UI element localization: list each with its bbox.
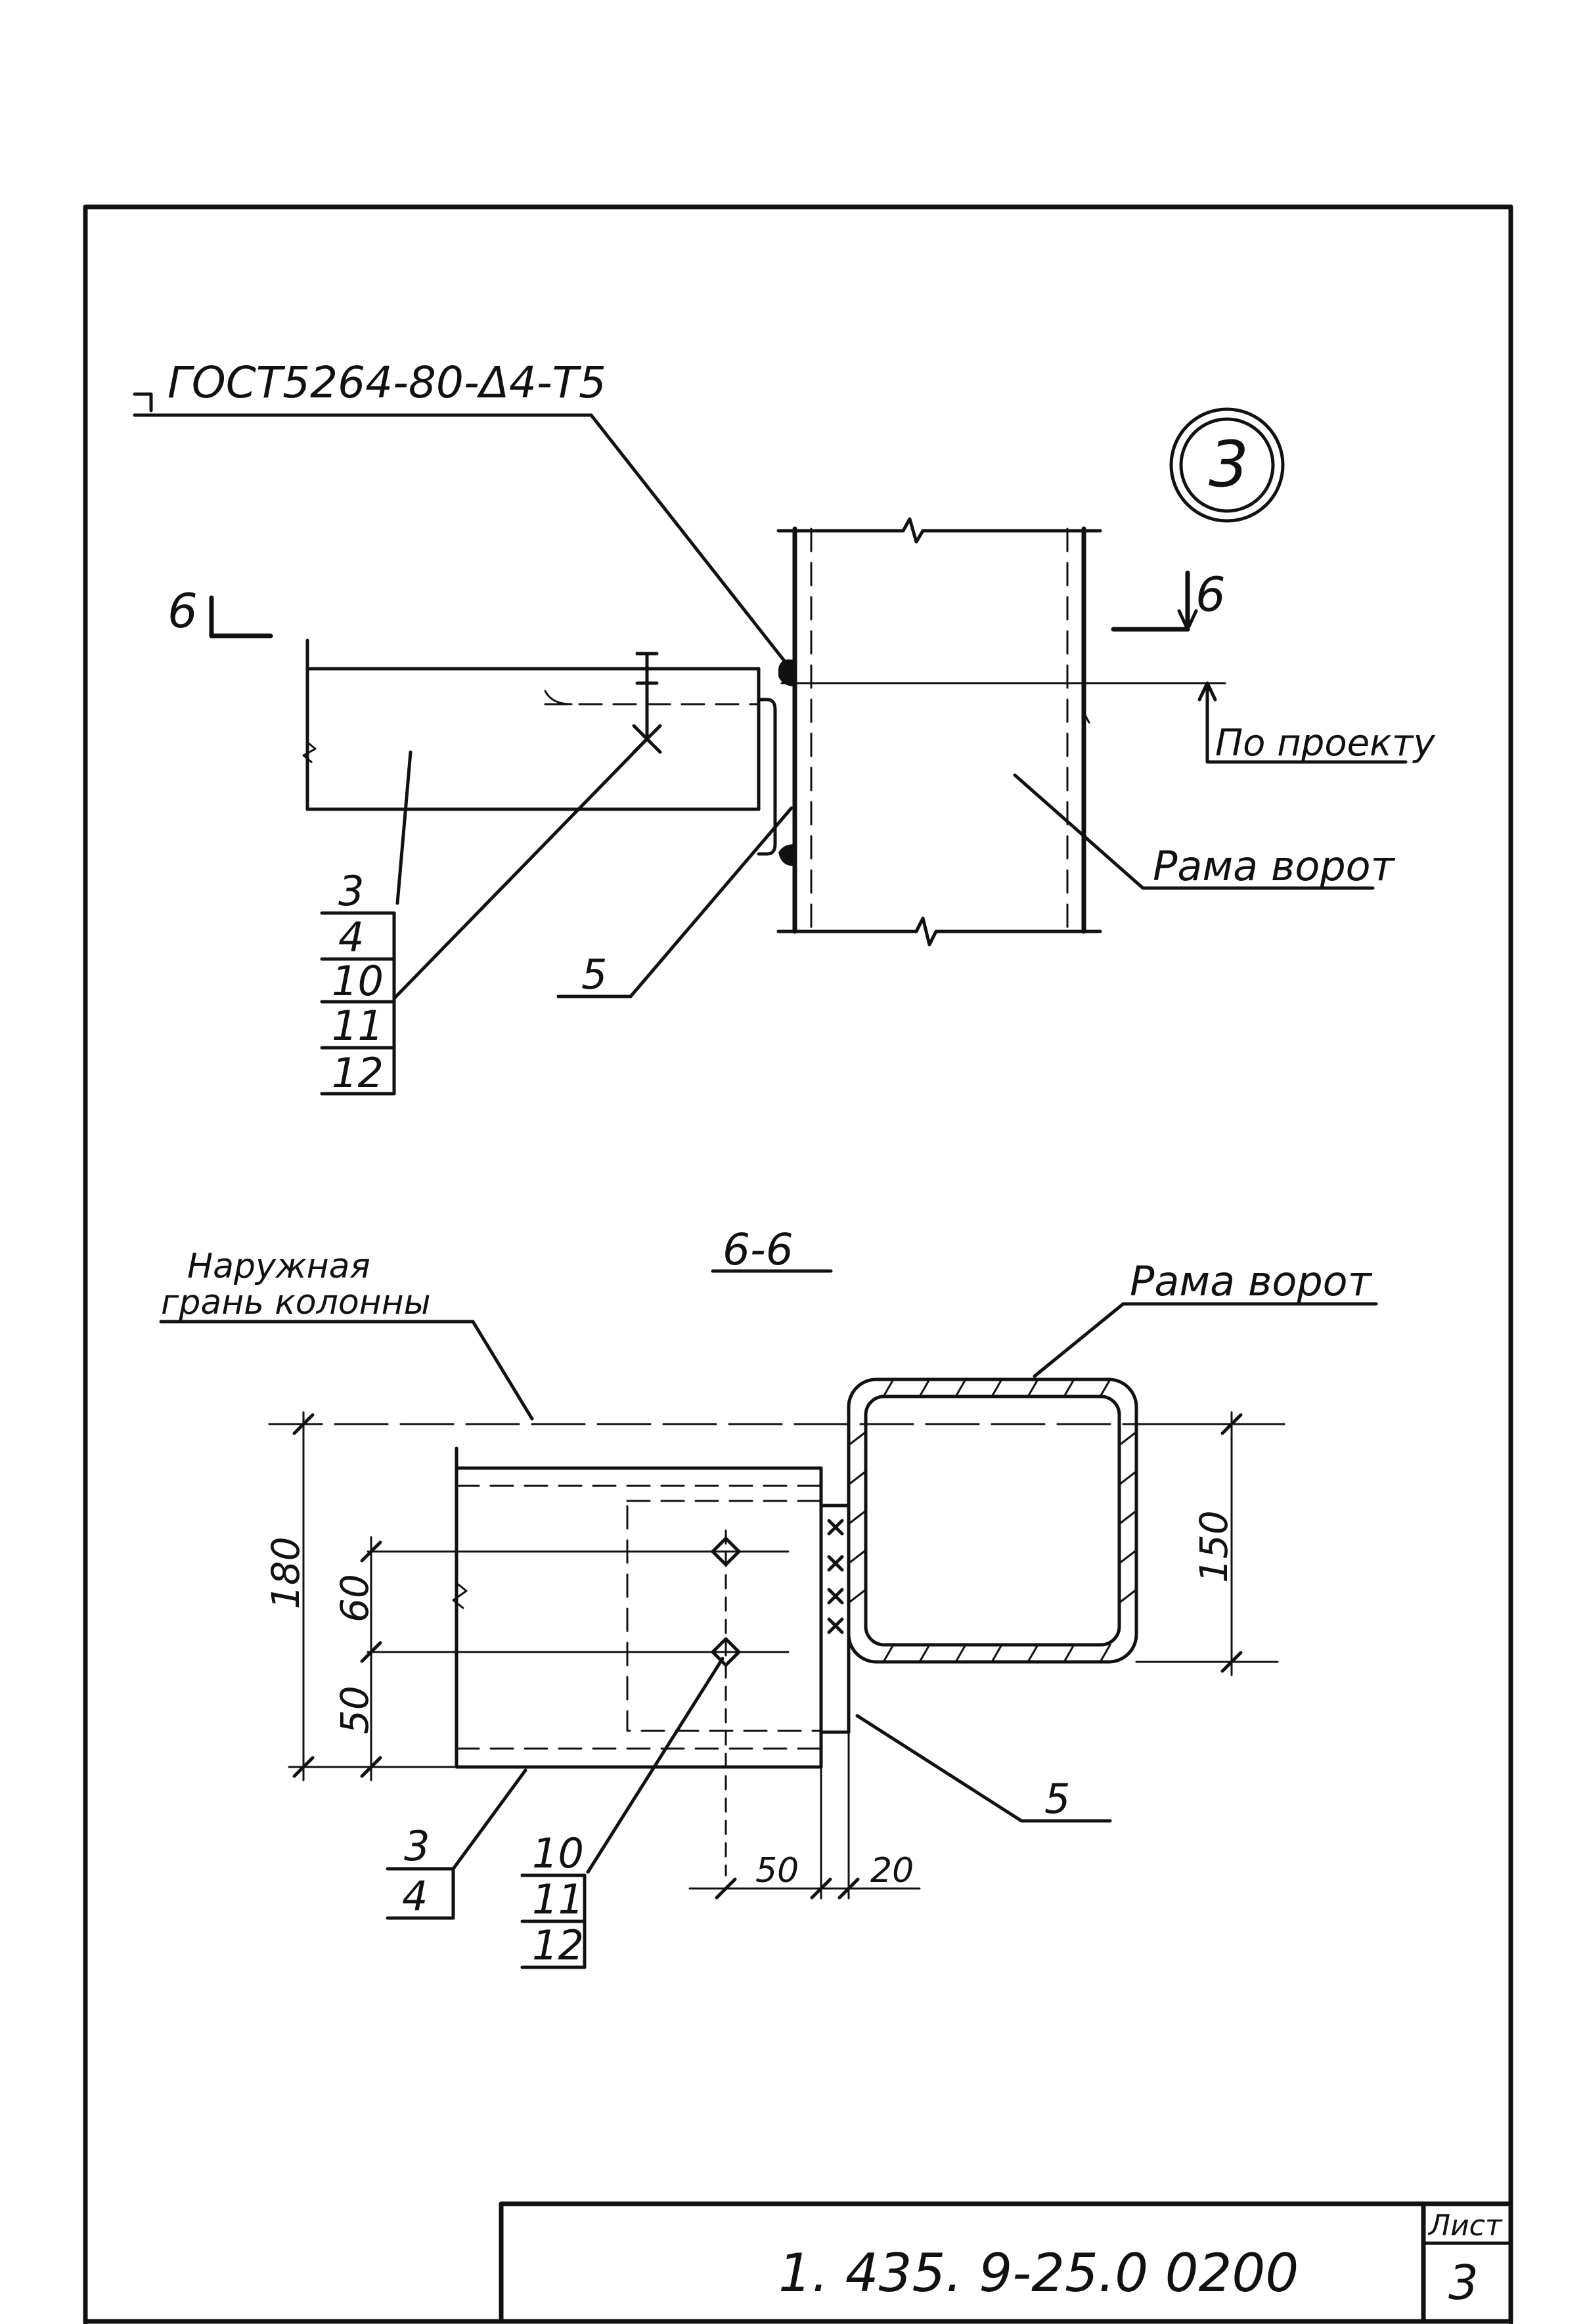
sheet-frame	[83, 204, 1513, 2324]
section-mark-right: 6	[1111, 567, 1226, 632]
sheet-number: 3	[1448, 2255, 1479, 2310]
frame-label-top-text: Рама ворот	[1153, 842, 1396, 890]
section-plate-5	[819, 1504, 851, 1734]
dimension-20-text: 20	[870, 1851, 914, 1890]
dimension-50-bottom-text: 50	[755, 1851, 799, 1890]
detail-number: 3	[1209, 428, 1249, 501]
tube-hatching	[847, 1378, 1138, 1663]
outer-face-line1: Наружная	[187, 1247, 370, 1286]
callout-5-section: 5	[855, 1714, 1112, 1823]
project-level-dimension: По проекту	[780, 681, 1435, 765]
section-tube	[847, 1377, 1138, 1664]
callouts-section-beam: 3 4	[386, 1768, 527, 1920]
section-beam	[367, 1446, 823, 1877]
callout-5-top: 5	[556, 806, 793, 998]
plate-5	[757, 659, 795, 866]
callout-top-10: 10	[332, 957, 384, 1005]
drawing-code: 1. 435. 9-25.0 0200	[778, 2243, 1299, 2304]
detail-number-marker: 3	[1169, 407, 1285, 523]
callout-5-top-text: 5	[581, 950, 607, 998]
weld-note: ГОСТ5264-80-Δ4-Т5	[133, 357, 793, 672]
callouts-top: 3 4 10 11 12	[320, 737, 649, 1097]
frame-label-top: Рама ворот	[1013, 773, 1396, 890]
dimension-60: 60 50	[332, 1536, 382, 1781]
dimension-180-text: 180	[263, 1536, 308, 1609]
dimension-horizontal: 50 20	[688, 1731, 921, 1900]
weld-bottom	[778, 844, 795, 866]
callouts-section-bolt: 10 11 12	[520, 1657, 725, 1969]
sheet-label: Лист	[1427, 2209, 1503, 2243]
section-title: 6-6	[723, 1224, 793, 1275]
weld-top	[778, 659, 795, 686]
callout-section-3: 3	[404, 1822, 430, 1870]
callout-top-12: 12	[332, 1049, 384, 1097]
callout-5-section-text: 5	[1044, 1775, 1070, 1823]
callout-top-3: 3	[338, 867, 364, 915]
title-block: 1. 435. 9-25.0 0200 Лист 3	[499, 2201, 1513, 2324]
column-frame	[776, 517, 1102, 947]
callout-section-12: 12	[532, 1921, 584, 1969]
section-mark-left: 6	[167, 583, 273, 638]
dimension-150: 150	[1135, 1411, 1285, 1676]
frame-label-section-text: Рама ворот	[1130, 1257, 1373, 1305]
outer-face-label: Наружная грань колонны	[159, 1247, 534, 1421]
callout-top-4: 4	[338, 913, 364, 961]
callout-section-4: 4	[402, 1872, 428, 1920]
dimension-60-text: 60	[332, 1574, 377, 1622]
dimension-180: 180	[263, 1411, 822, 1781]
section-view: 6-6 Наружная грань колонны	[159, 1224, 1378, 1969]
frame-label-section: Рама ворот	[1033, 1257, 1378, 1378]
weld-note-text: ГОСТ5264-80-Δ4-Т5	[167, 357, 606, 408]
outer-face-line2: грань колонны	[161, 1283, 431, 1322]
callout-section-10: 10	[532, 1829, 584, 1877]
dimension-150-text: 150	[1192, 1510, 1236, 1583]
section-mark-left-text: 6	[167, 583, 198, 638]
detail-view: 3 ГОСТ5264-80-Δ4-Т5 6 6	[133, 357, 1435, 1097]
by-project-label: По проекту	[1215, 722, 1435, 765]
beam	[302, 638, 761, 811]
callout-top-11: 11	[332, 1002, 384, 1050]
section-mark-right-text: 6	[1195, 567, 1226, 622]
dimension-50-left-text: 50	[332, 1686, 377, 1734]
callout-section-11: 11	[532, 1875, 584, 1923]
